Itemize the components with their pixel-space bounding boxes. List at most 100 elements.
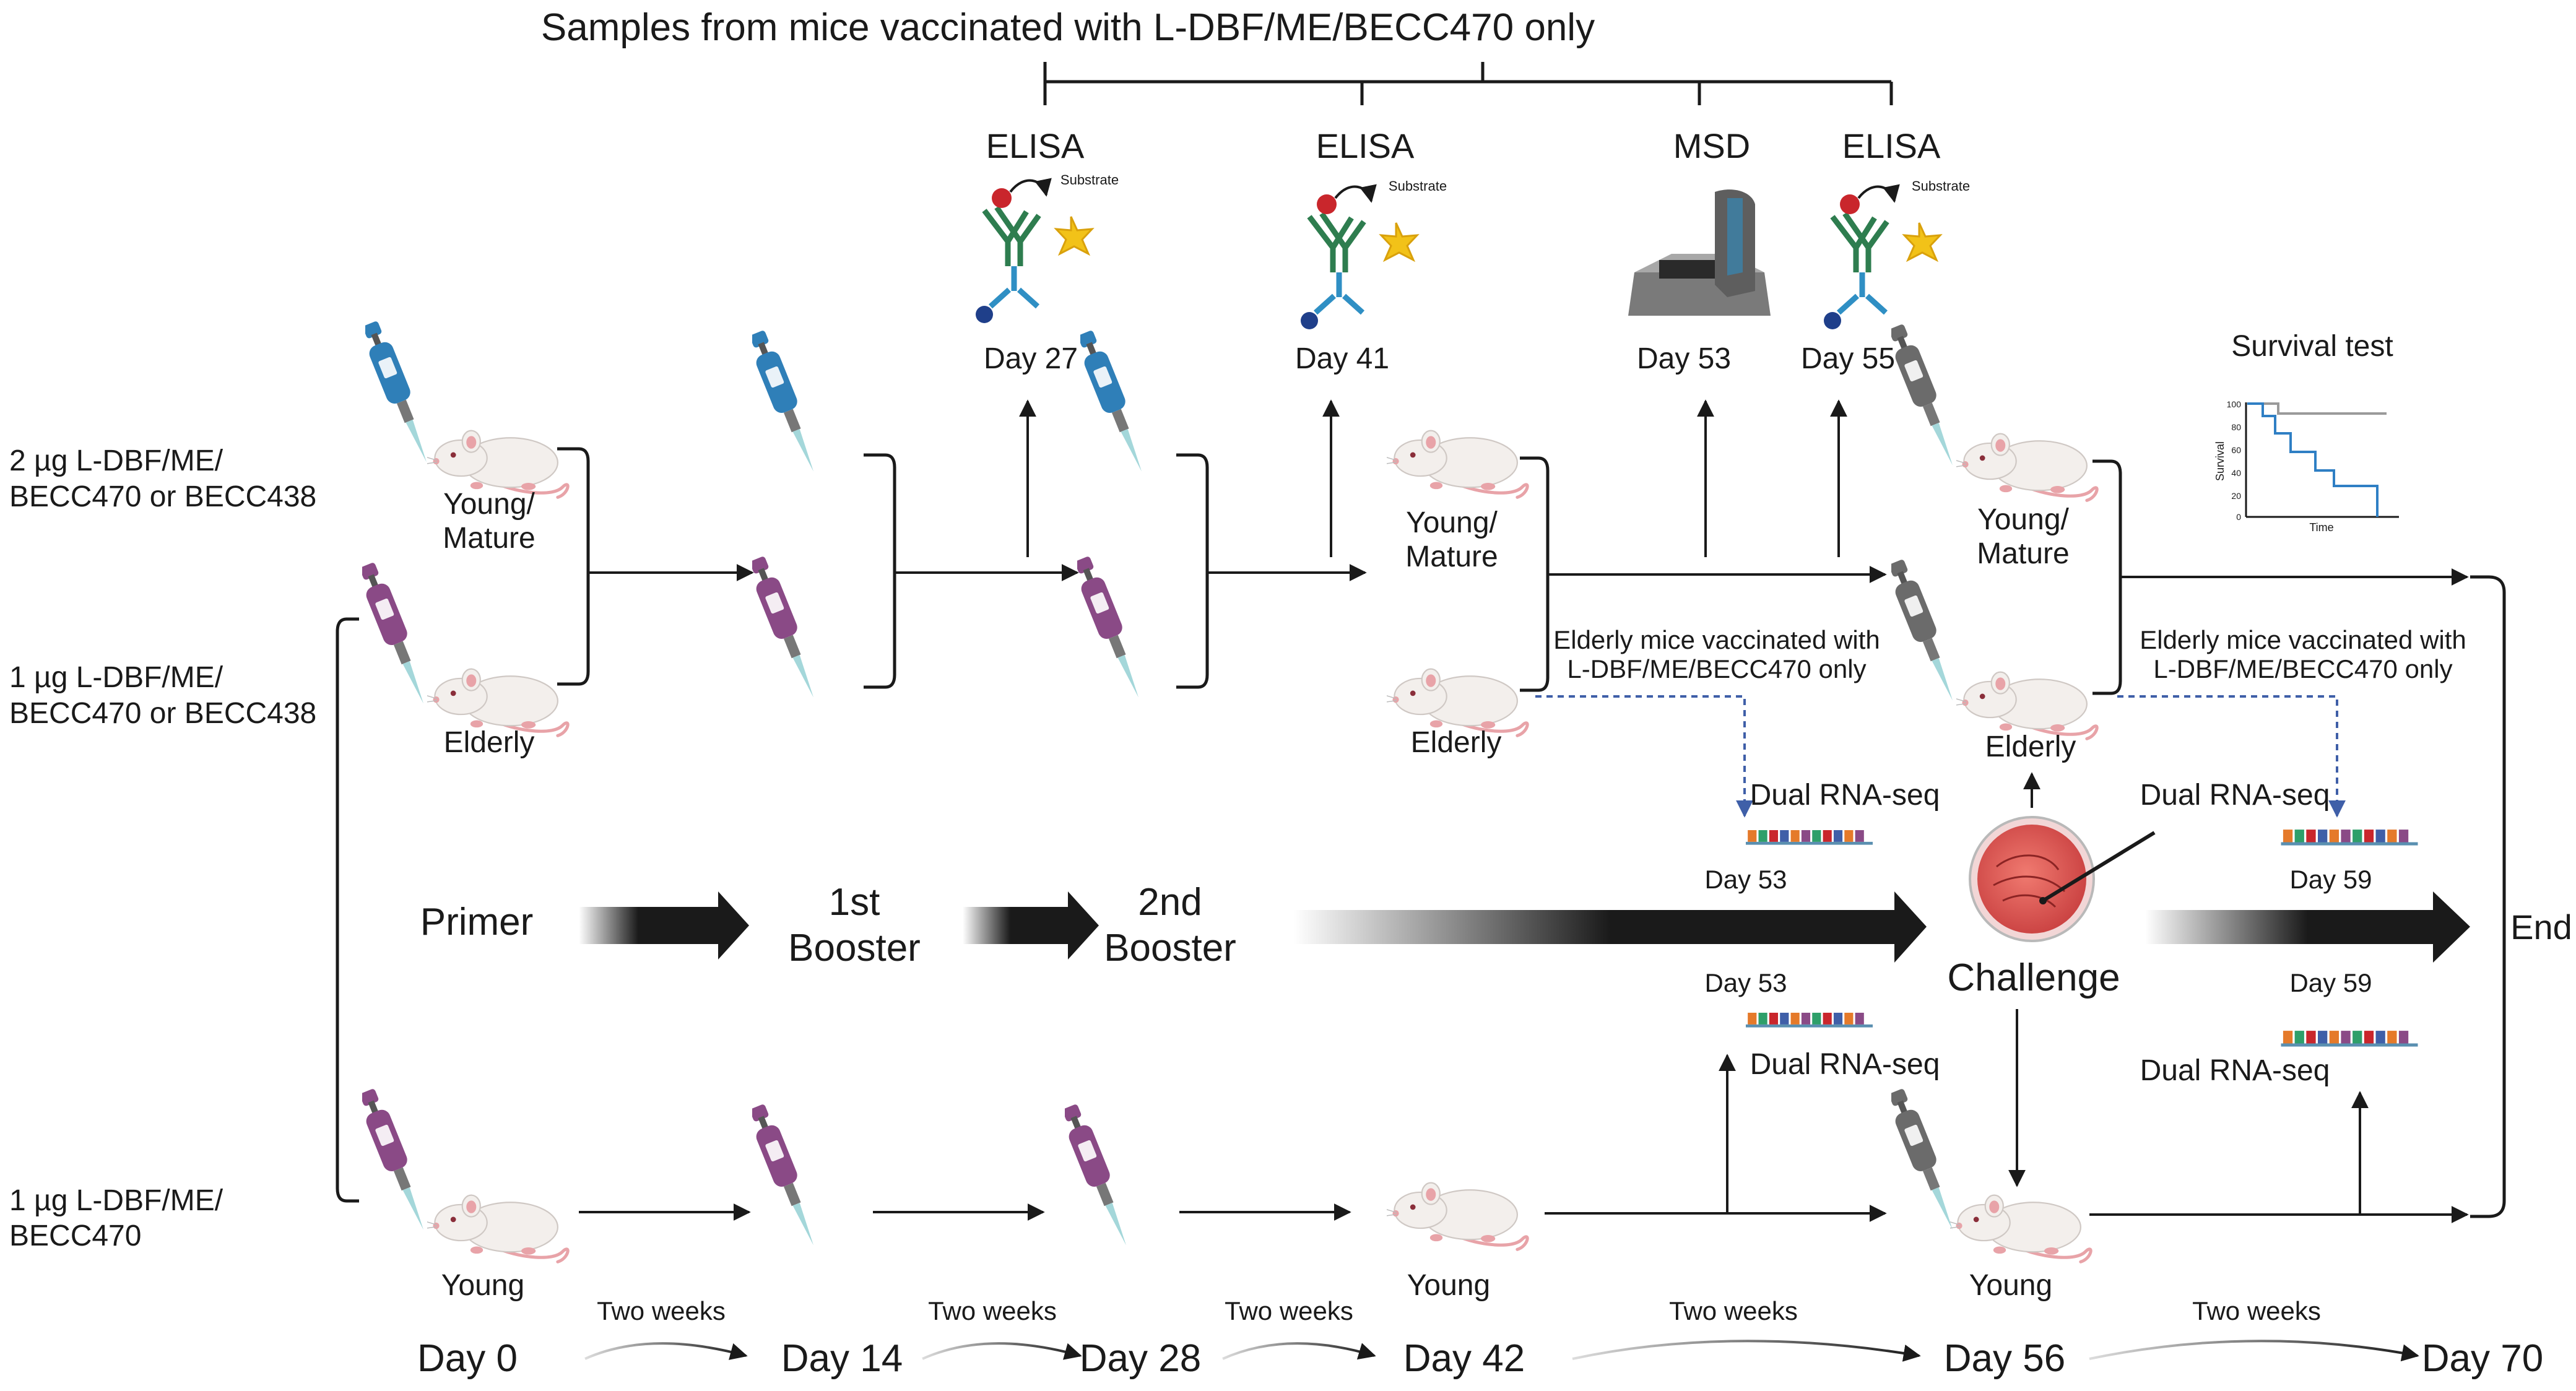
timeline-day70: Day 70 bbox=[2422, 1337, 2543, 1380]
stage-challenge: Challenge bbox=[1947, 956, 2120, 999]
elderly-note2-line1: Elderly mice vaccinated with bbox=[2140, 625, 2466, 654]
elisa3-substrate-label: Substrate bbox=[1912, 178, 1970, 194]
survival-tick-0: 0 bbox=[2236, 512, 2241, 522]
mouse-young-mature-day42-line1: Young/ bbox=[1406, 506, 1498, 539]
elderly-note1-line1: Elderly mice vaccinated with bbox=[1553, 625, 1880, 654]
elisa2-label: ELISA bbox=[1316, 126, 1415, 165]
rnaseq-lower-day53-label: Dual RNA-seq bbox=[1750, 1048, 1940, 1081]
bracket-day14 bbox=[864, 453, 896, 689]
mouse-young-mature-day42 bbox=[1384, 431, 1527, 498]
stage-arrow-challenge bbox=[2145, 891, 2470, 963]
stage-booster2-line1: 2nd bbox=[1138, 881, 1202, 924]
elderly-note2-line2: L-DBF/ME/BECC470 only bbox=[2153, 654, 2452, 683]
timeline-curve-1 bbox=[584, 1342, 748, 1360]
rnaseq-upper-day53-day: Day 53 bbox=[1704, 865, 1787, 894]
timeline-curve-5 bbox=[2089, 1340, 2419, 1362]
timeline-interval-5: Two weeks bbox=[2192, 1296, 2321, 1325]
bracket-day28 bbox=[1176, 453, 1209, 689]
mouse-young-mature-day56 bbox=[1954, 434, 2097, 501]
mouse-young-mature-day56-line2: Mature bbox=[1977, 537, 2069, 570]
mouse-elderly-day56 bbox=[1954, 672, 2097, 739]
elisa3-label: ELISA bbox=[1842, 126, 1941, 165]
stage-primer: Primer bbox=[420, 901, 534, 943]
rnaseq-upper-day53-label: Dual RNA-seq bbox=[1750, 779, 1940, 812]
elisa2-substrate-label: Substrate bbox=[1389, 178, 1447, 194]
timeline-day14: Day 14 bbox=[781, 1337, 903, 1380]
pipette-purple-young-day0 bbox=[362, 1086, 430, 1235]
group3-dose-line1: 1 µg L-DBF/ME/ bbox=[9, 1184, 223, 1217]
rnaseq-lower-day59-label: Dual RNA-seq bbox=[2140, 1054, 2330, 1087]
survival-tick-60: 60 bbox=[2231, 445, 2241, 455]
pipette-purple-day0 bbox=[362, 560, 430, 709]
dna-upper-day53-icon bbox=[1746, 830, 1873, 845]
rnaseq-upper-day59-day: Day 59 bbox=[2289, 865, 2372, 894]
stage-booster2-line2: Booster bbox=[1104, 927, 1236, 969]
survival-xlabel: Time bbox=[2309, 521, 2333, 534]
msd-day: Day 53 bbox=[1637, 342, 1731, 375]
timeline-interval-4: Two weeks bbox=[1669, 1296, 1798, 1325]
group1-dose-line2: BECC470 or BECC438 bbox=[9, 480, 316, 513]
timeline-day28: Day 28 bbox=[1080, 1337, 1201, 1380]
pipette-gray-young-day56 bbox=[1891, 1086, 1959, 1235]
dna-upper-day59-icon bbox=[2281, 830, 2418, 846]
timeline-curve-2 bbox=[922, 1342, 1082, 1360]
group3-dose-line2: BECC470 bbox=[9, 1220, 141, 1252]
rnaseq-lower-day53-day: Day 53 bbox=[1704, 968, 1787, 997]
mouse-young-mature-day56-line1: Young/ bbox=[1977, 503, 2069, 536]
timeline-interval-1: Two weeks bbox=[597, 1296, 726, 1325]
group2-dose-line2: BECC470 or BECC438 bbox=[9, 697, 316, 730]
mouse-young-day42 bbox=[1384, 1183, 1527, 1250]
pipette-gray-day56-mid bbox=[1891, 557, 1959, 706]
elisa3-antibody-icon bbox=[1824, 186, 1940, 329]
rnaseq-lower-day59-day: Day 59 bbox=[2289, 968, 2372, 997]
timeline-interval-2: Two weeks bbox=[928, 1296, 1057, 1325]
pipette-purple-young-day28 bbox=[1065, 1102, 1133, 1250]
survival-tick-100: 100 bbox=[2227, 399, 2242, 409]
header-bracket bbox=[1043, 62, 1893, 105]
mouse-elderly-day0-label: Elderly bbox=[444, 726, 535, 759]
mouse-young-day0 bbox=[425, 1195, 568, 1262]
mouse-young-day0-label: Young bbox=[441, 1269, 524, 1302]
group1-dose-line1: 2 µg L-DBF/ME/ bbox=[9, 444, 223, 477]
timeline-interval-3: Two weeks bbox=[1225, 1296, 1353, 1325]
elisa1-label: ELISA bbox=[986, 126, 1085, 165]
mouse-elderly-day56-label: Elderly bbox=[1985, 730, 2076, 763]
mouse-young-day56 bbox=[1948, 1195, 2091, 1262]
pipette-purple-day14 bbox=[752, 554, 820, 703]
mouse-young-mature-day42-line2: Mature bbox=[1405, 540, 1498, 573]
timeline-day0: Day 0 bbox=[417, 1337, 518, 1380]
survival-label: Survival test bbox=[2231, 330, 2393, 363]
elisa1-day: Day 27 bbox=[984, 342, 1078, 375]
elisa2-day: Day 41 bbox=[1295, 342, 1389, 375]
end-bracket bbox=[2470, 575, 2506, 1218]
mouse-young-mature-day0-line2: Mature bbox=[443, 522, 535, 555]
petri-dish-icon bbox=[1969, 816, 2156, 942]
survival-ylabel: Survival bbox=[2214, 441, 2226, 481]
pipette-blue-day0 bbox=[365, 319, 433, 467]
bracket-day0 bbox=[557, 447, 590, 686]
elisa1-antibody-icon bbox=[976, 180, 1092, 323]
timeline-curve-4 bbox=[1572, 1340, 1921, 1362]
msd-instrument-icon bbox=[1628, 189, 1771, 316]
dna-lower-day59-icon bbox=[2281, 1031, 2418, 1047]
pipette-purple-day28 bbox=[1077, 554, 1145, 703]
mouse-young-day56-label: Young bbox=[1969, 1269, 2052, 1302]
mouse-young-mature-day0-line1: Young/ bbox=[443, 488, 535, 521]
survival-plot: 100 80 60 40 20 0 Survival Time bbox=[2214, 399, 2399, 534]
elderly-note1-line2: L-DBF/ME/BECC470 only bbox=[1567, 654, 1866, 683]
pipette-blue-day28 bbox=[1080, 328, 1148, 477]
stage-booster1-line2: Booster bbox=[788, 927, 921, 969]
pipette-gray-day56-top bbox=[1891, 322, 1959, 470]
timeline-curve-3 bbox=[1222, 1342, 1376, 1360]
pipette-blue-day14 bbox=[752, 328, 820, 477]
mouse-elderly-day42-label: Elderly bbox=[1411, 726, 1502, 759]
elisa3-day: Day 55 bbox=[1801, 342, 1895, 375]
dashed-arrow-elderly-day53 bbox=[1535, 695, 1753, 818]
timeline-day42: Day 42 bbox=[1403, 1337, 1525, 1380]
msd-label: MSD bbox=[1673, 126, 1750, 165]
group2-dose-line1: 1 µg L-DBF/ME/ bbox=[9, 661, 223, 694]
rnaseq-upper-day59-label: Dual RNA-seq bbox=[2140, 779, 2330, 812]
survival-tick-80: 80 bbox=[2231, 422, 2241, 432]
bracket-day56 bbox=[2092, 459, 2122, 695]
